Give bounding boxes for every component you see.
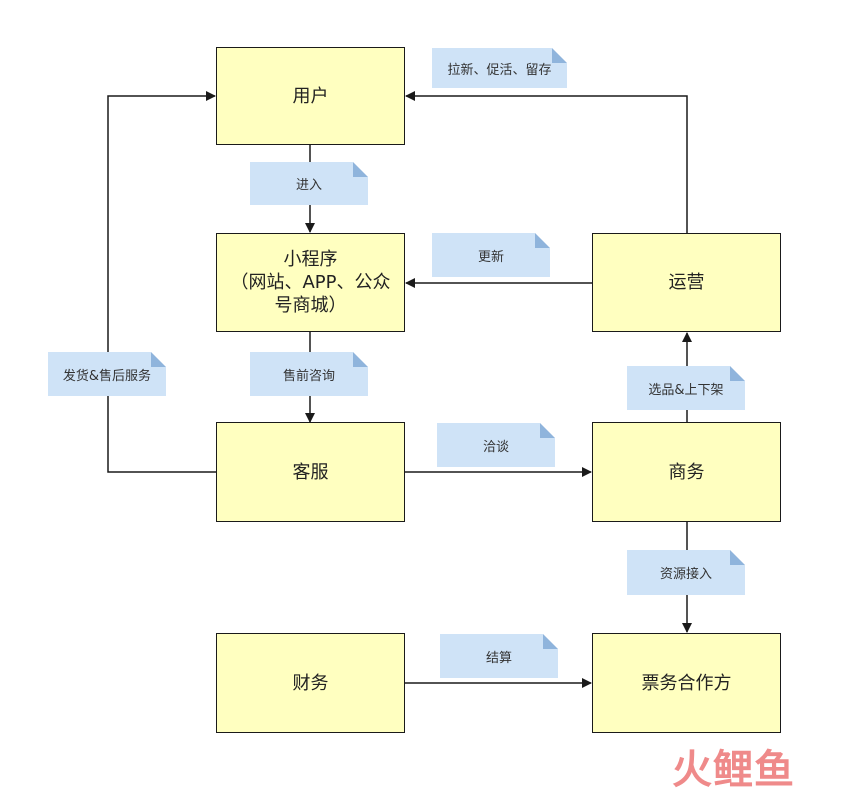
- node-finance-label: 财务: [292, 672, 329, 694]
- note-update: 更新: [432, 233, 550, 277]
- brand-logo: 火鲤鱼: [672, 747, 795, 793]
- note-resource-label: 资源接入: [659, 567, 712, 582]
- note-negotiate: 洽谈: [437, 423, 555, 467]
- node-business: 商务: [592, 422, 781, 522]
- note-enter: 进入: [250, 162, 368, 205]
- note-acquire: 拉新、促活、留存: [432, 48, 567, 88]
- node-operations-label: 运营: [668, 272, 705, 293]
- node-ticket-partner: 票务合作方: [592, 633, 781, 733]
- note-acquire-label: 拉新、促活、留存: [447, 62, 552, 78]
- note-settle-label: 结算: [485, 650, 512, 666]
- note-enter-label: 进入: [295, 178, 322, 193]
- node-customer-service: 客服: [216, 422, 405, 522]
- node-user: 用户: [216, 47, 405, 145]
- node-business-label: 商务: [668, 461, 705, 483]
- node-finance: 财务: [216, 633, 405, 733]
- arrow-operations-to-user: [405, 91, 688, 233]
- arrow-service-to-user: [107, 91, 216, 473]
- node-customer-service-label: 客服: [292, 461, 329, 483]
- note-resource: 资源接入: [627, 550, 745, 595]
- node-miniprogram: 小程序 （网站、APP、公众 号商城）: [216, 233, 405, 332]
- node-ticket-partner-label: 票务合作方: [641, 672, 732, 694]
- note-select-label: 选品&上下架: [648, 382, 724, 398]
- note-presale: 售前咨询: [250, 352, 368, 396]
- note-delivery: 发货&售后服务: [48, 352, 166, 396]
- node-user-label: 用户: [292, 85, 329, 107]
- node-miniprogram-label: 小程序 （网站、APP、公众 号商城）: [230, 249, 391, 316]
- note-delivery-label: 发货&售后服务: [62, 368, 152, 384]
- note-update-label: 更新: [477, 249, 504, 265]
- note-presale-label: 售前咨询: [282, 368, 335, 384]
- node-operations: 运营: [592, 233, 781, 332]
- note-negotiate-label: 洽谈: [482, 439, 509, 455]
- note-select: 选品&上下架: [627, 366, 745, 410]
- note-settle: 结算: [440, 634, 558, 678]
